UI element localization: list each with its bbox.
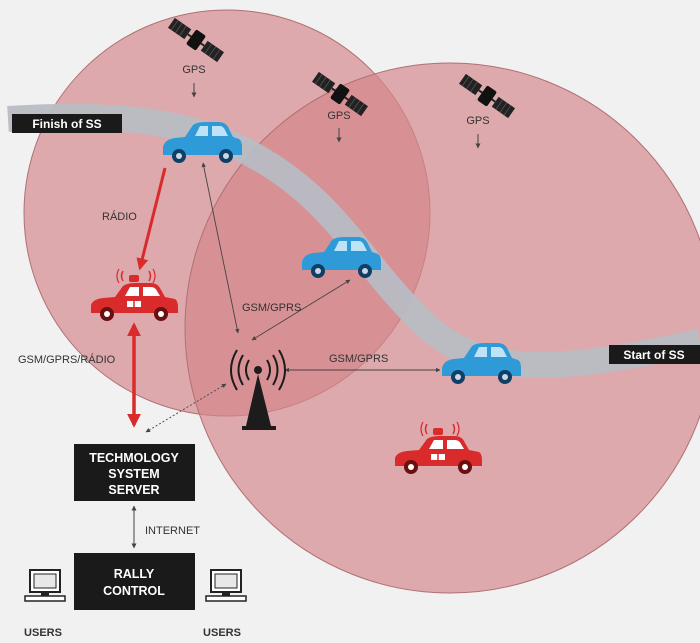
radio-label: RÁDIO [102, 210, 137, 223]
control-line1: RALLY [114, 567, 155, 581]
user-computer-icon [24, 569, 66, 602]
users-label: USERS [24, 627, 62, 639]
link-tower-server [145, 383, 227, 433]
radio-arrow [136, 167, 167, 271]
start-tag [609, 345, 700, 364]
gsm-gprs-label: GSM/GPRS [242, 302, 301, 314]
control-line2: CONTROL [103, 584, 165, 598]
internet-label: INTERNET [145, 525, 200, 537]
finish-label: Finish of SS [32, 117, 101, 131]
gps-label: GPS [182, 64, 205, 76]
gsm-gprs-radio-label: GSM/GPRS/RÁDIO [18, 353, 116, 366]
gsm-gprs-label: GSM/GPRS [329, 353, 388, 365]
server-line1: TECHMOLOGY [89, 451, 179, 465]
gps-label: GPS [327, 110, 350, 122]
server-line2: SYSTEM [108, 467, 159, 481]
cell-tower-icon [230, 349, 286, 430]
server-line3: SERVER [108, 483, 159, 497]
finish-tag [12, 114, 122, 133]
rally-control-box [74, 553, 195, 610]
gps-label: GPS [466, 115, 489, 127]
user-computer-icon [205, 569, 247, 602]
link-tower-car2 [251, 279, 351, 341]
start-label: Start of SS [623, 348, 684, 362]
link-tower-car1 [201, 162, 240, 334]
users-label: USERS [203, 627, 241, 639]
server-box [74, 444, 195, 501]
